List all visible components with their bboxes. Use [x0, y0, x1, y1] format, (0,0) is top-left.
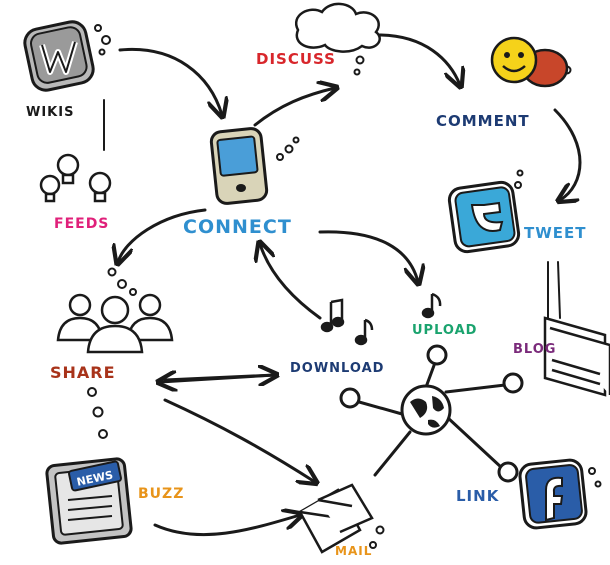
smiley-face-icon: [490, 36, 569, 88]
label-tweet: TWEET: [524, 224, 587, 242]
paper-stack-icon: [543, 316, 610, 397]
label-buzz: BUZZ: [138, 486, 185, 502]
label-connect: CONNECT: [183, 216, 292, 238]
label-link: LINK: [456, 487, 500, 505]
globe-hub-icon: [339, 344, 524, 483]
label-blog: BLOG: [513, 342, 557, 357]
twitter-bird-icon: [447, 180, 521, 254]
label-wikis: WIKIS: [26, 105, 75, 120]
people-group-icon: [56, 293, 174, 354]
thought-cloud-icon: [294, 2, 381, 53]
mobile-phone-icon: [209, 127, 269, 205]
lightbulbs-icon: [39, 153, 112, 203]
label-discuss: DISCUSS: [256, 50, 336, 68]
facebook-icon: [518, 458, 588, 530]
music-note-icon: [421, 292, 442, 319]
newspaper-icon: NEWS: [45, 457, 133, 545]
music-notes-icon: [320, 298, 374, 346]
label-upload: UPLOAD: [412, 323, 478, 338]
wikis-icon: WIKIS: [23, 20, 95, 92]
label-comment: COMMENT: [436, 112, 530, 130]
connector-arrows: [103, 33, 582, 537]
label-feeds: FEEDS: [54, 216, 110, 232]
label-download: DOWNLOAD: [290, 361, 385, 376]
label-share: SHARE: [50, 363, 116, 382]
label-mail: MAIL: [335, 544, 373, 558]
envelopes-icon: [298, 483, 374, 554]
